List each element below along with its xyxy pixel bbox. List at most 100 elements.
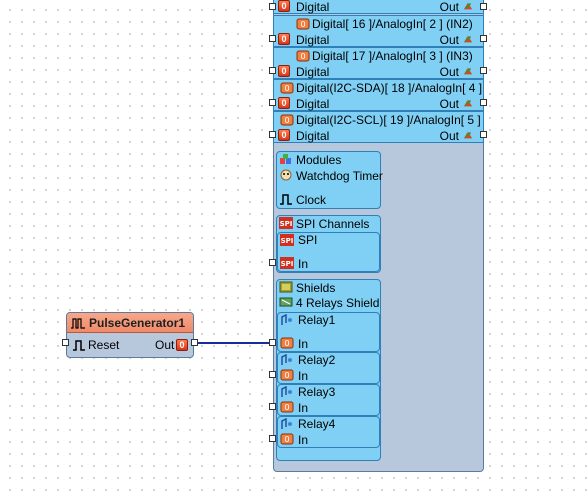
pulse-generator-header[interactable]: PulseGenerator1 — [67, 313, 193, 333]
relay3-item[interactable]: Relay3 0 In — [277, 384, 380, 416]
pin-row-digital-16[interactable]: 0 Digital[ 16 ]/AnalogIn[ 2 ] (IN2) 0 Di… — [273, 15, 484, 47]
reset-pulse-icon — [73, 340, 85, 351]
pin-input-label: Digital — [296, 33, 330, 47]
digital-pin-icon: 0 — [278, 129, 290, 141]
shields-group[interactable]: Shields 4 Relays Shield Relay1 0 In Rela… — [276, 279, 381, 461]
pin-connector-left[interactable] — [269, 67, 276, 74]
pin-connector-right[interactable] — [480, 3, 487, 10]
modules-title: Modules — [296, 153, 342, 167]
pin-connector-left[interactable] — [269, 35, 276, 42]
svg-text:0: 0 — [284, 84, 289, 93]
relay3-in-label: In — [298, 401, 309, 415]
spi-in-connector[interactable] — [269, 259, 276, 266]
pulse-generator-title: PulseGenerator1 — [89, 316, 186, 330]
pin-connector-right[interactable] — [480, 131, 487, 138]
relay4-in-connector[interactable] — [269, 435, 276, 442]
svg-text:0: 0 — [300, 20, 305, 29]
reset-connector[interactable] — [62, 339, 69, 346]
relay2-in-label: In — [298, 369, 309, 383]
pin-row-digital-17[interactable]: 0 Digital[ 17 ]/AnalogIn[ 3 ] (IN3) 0 Di… — [273, 47, 484, 79]
digital-analog-icon: 0 — [296, 18, 310, 30]
pin-row-digital-18[interactable]: 0 Digital(I2C-SDA)[ 18 ]/AnalogIn[ 4 ] 0… — [273, 79, 484, 111]
digital-pin-icon: 0 — [278, 97, 290, 109]
relay-icon — [281, 386, 292, 397]
spi-channels-icon: SPI — [279, 217, 293, 229]
spi-channels-group[interactable]: SPI SPI Channels SPI SPI SPI In — [276, 215, 381, 273]
relay2-label: Relay2 — [298, 353, 336, 367]
relay-icon — [281, 314, 292, 325]
output-arrow-icon — [463, 99, 473, 107]
watchdog-timer-label: Watchdog Timer — [296, 169, 383, 183]
pin-connector-right[interactable] — [480, 35, 487, 42]
output-arrow-icon — [463, 67, 473, 75]
pin-output-label: Out — [439, 97, 459, 111]
digital-analog-icon: 0 — [280, 82, 294, 94]
digital-analog-icon: 0 — [280, 114, 294, 126]
pin-connector-right[interactable] — [480, 99, 487, 106]
pin-input-label: Digital — [296, 0, 330, 14]
relay2-item[interactable]: Relay2 0 In — [277, 352, 380, 384]
modules-group[interactable]: Modules Watchdog Timer Clock — [276, 151, 383, 209]
svg-text:0: 0 — [284, 371, 289, 380]
clock-pulse-icon — [280, 194, 292, 205]
digital-pin-icon: 0 — [278, 65, 290, 77]
svg-text:SPI: SPI — [280, 220, 293, 228]
spi-item[interactable]: SPI SPI SPI In — [277, 232, 380, 272]
pin-row-digital-19[interactable]: 0 Digital(I2C-SCL)[ 19 ]/AnalogIn[ 5 ] 0… — [273, 111, 484, 143]
shields-title: Shields — [296, 281, 336, 295]
spi-channels-title: SPI Channels — [296, 217, 370, 231]
relay4-label: Relay4 — [298, 417, 336, 431]
pin-input-label: Digital — [296, 65, 330, 79]
relay1-in-connector[interactable] — [269, 339, 276, 346]
pulse-generator-component[interactable]: PulseGenerator1 Reset Out 0 — [66, 312, 194, 358]
digital-pin-icon: 0 — [278, 0, 290, 12]
pin-output-label: Out — [439, 33, 459, 47]
relay3-in-connector[interactable] — [269, 403, 276, 410]
relay-in-icon: 0 — [280, 433, 294, 445]
pin-input-label: Digital — [296, 129, 330, 143]
pin-title: Digital[ 17 ]/AnalogIn[ 3 ] (IN3) — [312, 49, 473, 63]
pin-connector-right[interactable] — [480, 67, 487, 74]
pin-title: Digital(I2C-SCL)[ 19 ]/AnalogIn[ 5 ] — [296, 113, 481, 127]
output-arrow-icon — [463, 2, 473, 10]
pin-connector-left[interactable] — [269, 3, 276, 10]
pin-connector-left[interactable] — [269, 99, 276, 106]
digital-pin-icon: 0 — [278, 33, 290, 45]
relay1-in-label: In — [298, 337, 309, 351]
spi-in-label: In — [298, 257, 309, 271]
relay1-label: Relay1 — [298, 313, 336, 327]
pin-output-label: Out — [439, 0, 459, 14]
svg-text:0: 0 — [284, 116, 289, 125]
relay4-item[interactable]: Relay4 0 In — [277, 416, 380, 448]
relay1-item[interactable]: Relay1 0 In — [277, 312, 380, 352]
watchdog-icon — [280, 169, 292, 181]
relay-in-icon: 0 — [280, 369, 294, 381]
shields-icon — [279, 281, 293, 293]
relay-in-icon: 0 — [280, 337, 294, 349]
svg-text:0: 0 — [284, 403, 289, 412]
relay-in-icon: 0 — [280, 401, 294, 413]
relay3-label: Relay3 — [298, 385, 336, 399]
pin-row-digital-15[interactable]: 0 Digital Out — [273, 0, 484, 14]
svg-text:SPI: SPI — [281, 237, 294, 245]
output-arrow-icon — [463, 131, 473, 139]
pin-connector-left[interactable] — [269, 131, 276, 138]
relay-shield-icon — [279, 297, 293, 307]
svg-text:0: 0 — [284, 339, 289, 348]
relay4-in-label: In — [298, 433, 309, 447]
connection-wire[interactable] — [198, 342, 274, 344]
reset-label: Reset — [88, 338, 120, 352]
pulse-generator-icon — [71, 318, 85, 329]
relay2-in-connector[interactable] — [269, 371, 276, 378]
svg-text:SPI: SPI — [281, 260, 294, 268]
svg-text:0: 0 — [300, 52, 305, 61]
pin-title: Digital[ 16 ]/AnalogIn[ 2 ] (IN2) — [312, 17, 473, 31]
clock-label: Clock — [296, 193, 327, 207]
pin-title: Digital(I2C-SDA)[ 18 ]/AnalogIn[ 4 ] — [296, 81, 483, 95]
relays-shield-title: 4 Relays Shield — [296, 296, 380, 310]
pg-out-connector[interactable] — [191, 339, 198, 346]
spi-icon: SPI — [280, 234, 294, 246]
pin-input-label: Digital — [296, 97, 330, 111]
pin-output-label: Out — [439, 65, 459, 79]
relay-icon — [281, 418, 292, 429]
